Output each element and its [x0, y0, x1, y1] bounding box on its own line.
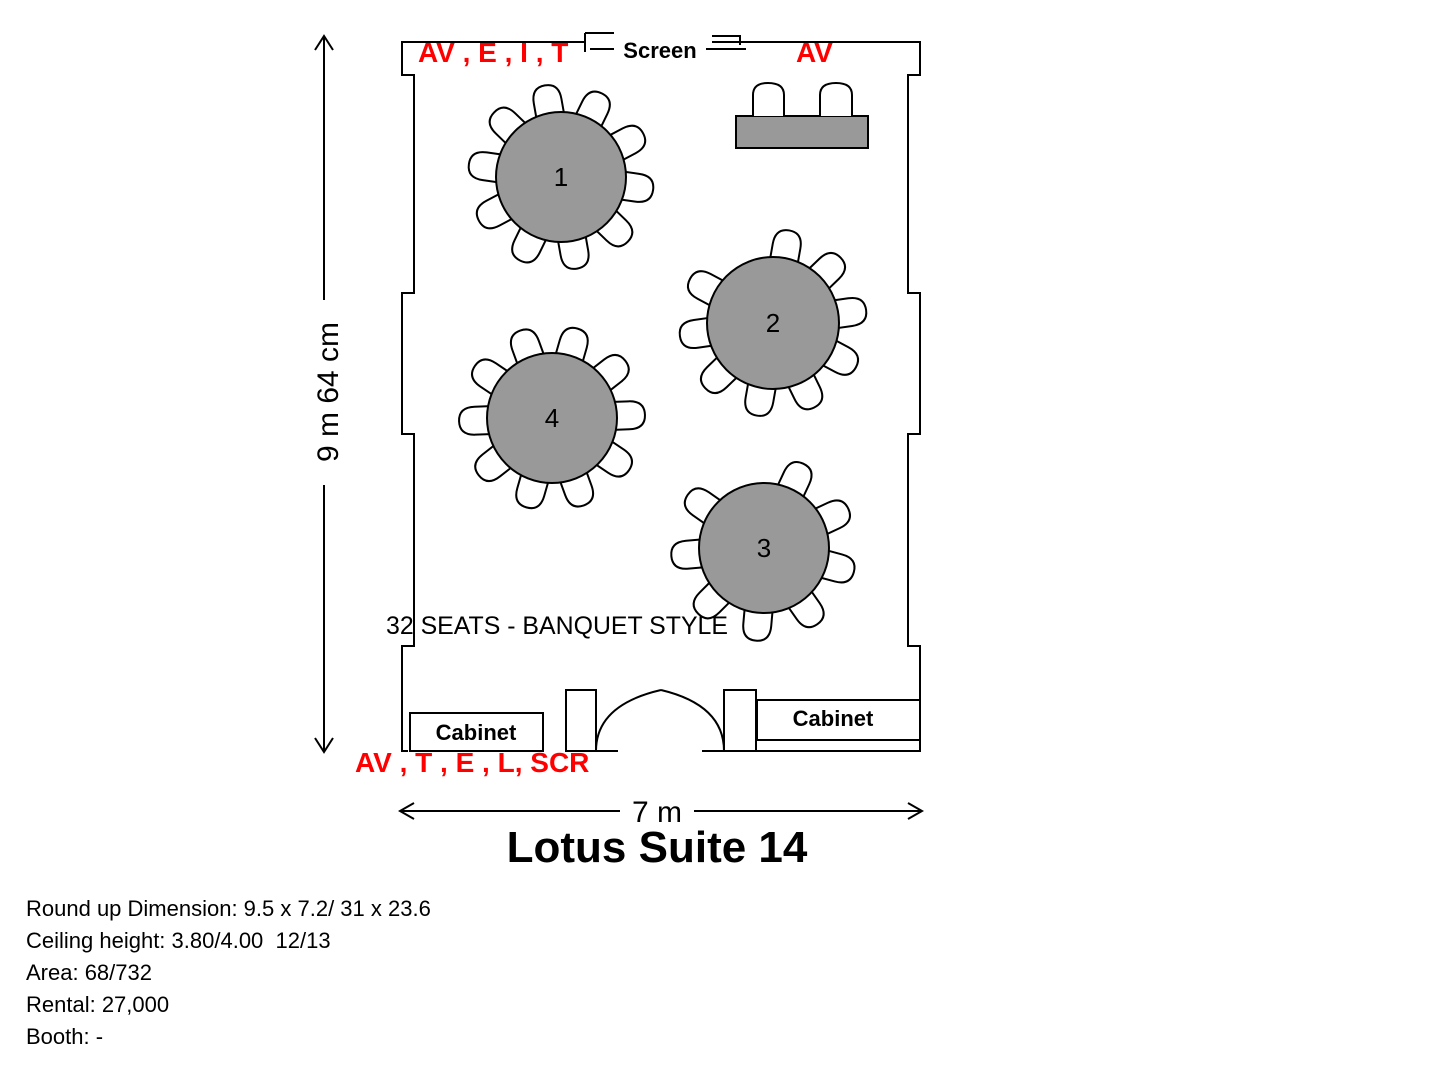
cabinet-right-label: Cabinet [793, 706, 874, 731]
info-area: Area: 68/732 [26, 960, 152, 985]
cabinet-left [409, 712, 544, 752]
table-number: 1 [554, 162, 568, 192]
outlet-label-top-right: AV [796, 37, 833, 68]
width-dimension [397, 802, 925, 820]
room-title: Lotus Suite 14 [507, 823, 808, 872]
table-number: 4 [545, 403, 559, 433]
length-label: 9 m 64 cm [312, 322, 345, 462]
width-label: 7 m [632, 796, 682, 829]
room-info: Round up Dimension: 9.5 x 7.2/ 31 x 23.6… [26, 893, 431, 1053]
table-number: 2 [766, 308, 780, 338]
screen-label: Screen [623, 38, 696, 63]
round-table [486, 352, 618, 484]
info-ceiling: Ceiling height: 3.80/4.00 12/13 [26, 928, 331, 953]
av-desk [735, 81, 869, 149]
info-dimension: Round up Dimension: 9.5 x 7.2/ 31 x 23.6 [26, 896, 431, 921]
tables: 1 2 3 4 [458, 84, 868, 642]
table-number: 3 [757, 533, 771, 563]
round-table [495, 111, 627, 243]
outlet-label-bottom-left: AV , T , E , L, SCR [355, 747, 589, 778]
length-dimension [314, 34, 334, 754]
table-4: 4 [458, 326, 646, 510]
seating-label: 32 SEATS - BANQUET STYLE [386, 612, 728, 640]
info-booth: Booth: - [26, 1024, 104, 1049]
round-table [706, 256, 840, 390]
table-2: 2 [678, 229, 868, 417]
cabinet-left-label: Cabinet [436, 720, 517, 745]
info-rental: Rental: 27,000 [26, 992, 170, 1017]
table-3: 3 [670, 461, 856, 642]
cabinet-right [756, 699, 921, 741]
outlet-label-top-left: AV , E , I , T [418, 37, 568, 68]
table-1: 1 [467, 84, 655, 270]
round-table [698, 482, 830, 614]
